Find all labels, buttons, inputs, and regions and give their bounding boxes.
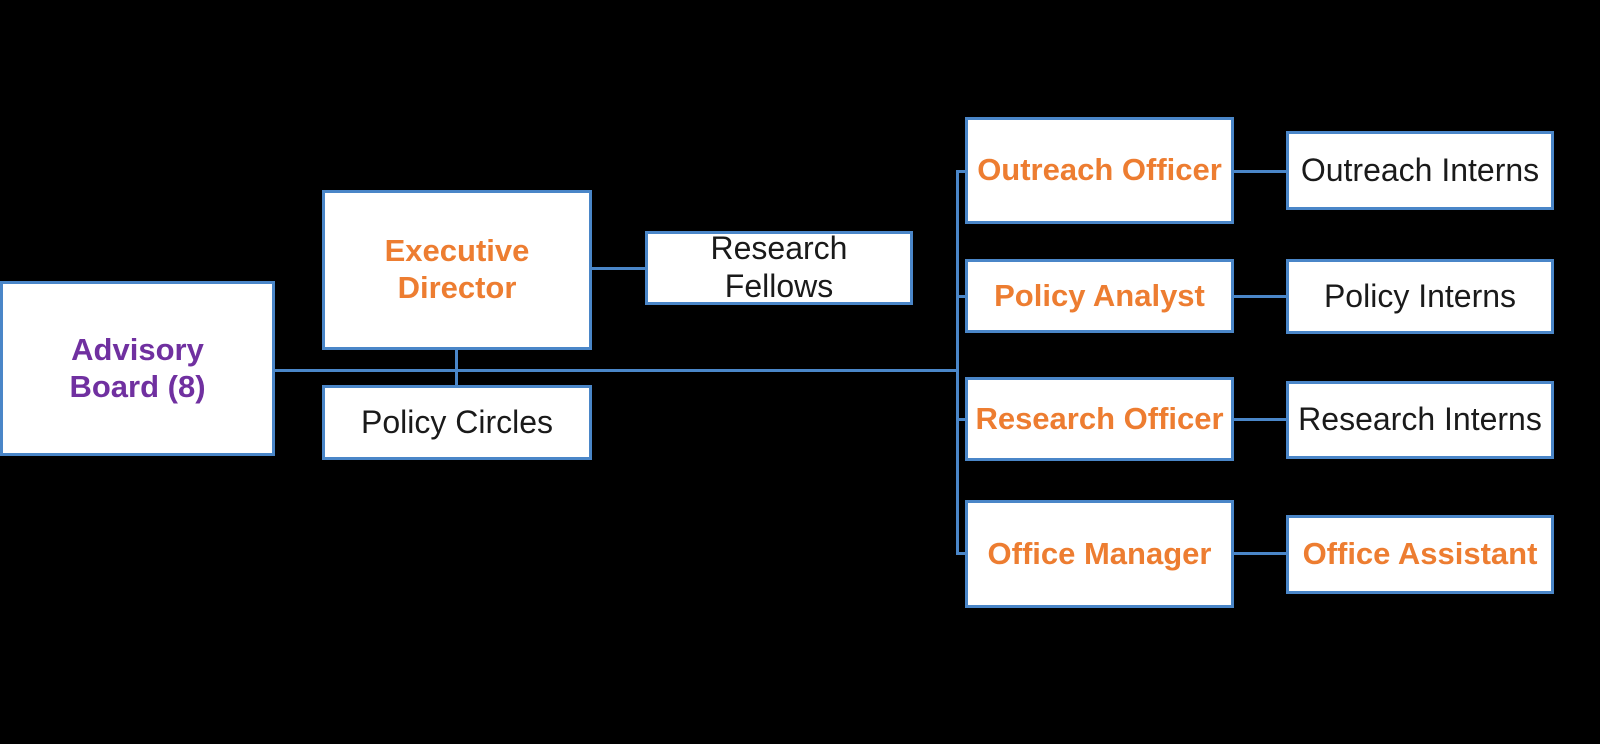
connector-bus-to-research-officer [956, 418, 968, 421]
node-research-fellows[interactable]: Research Fellows [645, 230, 913, 305]
node-policy-interns[interactable]: Policy Interns [1286, 259, 1554, 334]
connector-office-manager-to-assistant [1232, 552, 1287, 555]
node-advisory-board[interactable]: Advisory Board (8) [0, 281, 275, 456]
node-office-assistant[interactable]: Office Assistant [1286, 515, 1554, 594]
node-research-interns-label: Research Interns [1298, 401, 1542, 438]
node-policy-analyst[interactable]: Policy Analyst [965, 259, 1234, 333]
node-research-officer-label: Research Officer [975, 400, 1224, 436]
connector-officers-bus-vertical [956, 170, 959, 555]
connector-executive-branch-vertical [455, 348, 458, 393]
node-outreach-officer-label: Outreach Officer [977, 152, 1222, 188]
node-outreach-interns-label: Outreach Interns [1300, 151, 1540, 188]
connector-executive-to-research-fellows [590, 267, 646, 270]
node-outreach-interns[interactable]: Outreach Interns [1286, 131, 1554, 210]
node-advisory-board-label: Advisory Board (8) [69, 331, 206, 404]
connector-bus-to-outreach-officer [956, 170, 968, 173]
node-office-manager-label: Office Manager [987, 535, 1212, 571]
node-office-manager[interactable]: Office Manager [965, 500, 1234, 608]
connector-bus-to-policy-analyst [956, 295, 968, 298]
connector-research-officer-to-interns [1232, 418, 1287, 421]
node-executive-director-label: Executive Director [384, 233, 530, 305]
node-outreach-officer[interactable]: Outreach Officer [965, 117, 1234, 224]
node-policy-analyst-label: Policy Analyst [994, 277, 1205, 313]
node-executive-director[interactable]: Executive Director [322, 190, 592, 350]
connector-bus-to-office-manager [956, 552, 968, 555]
node-office-assistant-label: Office Assistant [1302, 536, 1538, 572]
node-research-fellows-label: Research Fellows [710, 230, 848, 304]
node-policy-circles[interactable]: Policy Circles [322, 385, 592, 460]
connector-policy-analyst-to-interns [1232, 295, 1287, 298]
node-policy-circles-label: Policy Circles [360, 403, 554, 440]
node-research-interns[interactable]: Research Interns [1286, 381, 1554, 459]
node-research-officer[interactable]: Research Officer [965, 377, 1234, 461]
node-policy-interns-label: Policy Interns [1323, 277, 1517, 314]
connector-trunk-main [274, 369, 959, 372]
connector-outreach-officer-to-interns [1232, 170, 1287, 173]
